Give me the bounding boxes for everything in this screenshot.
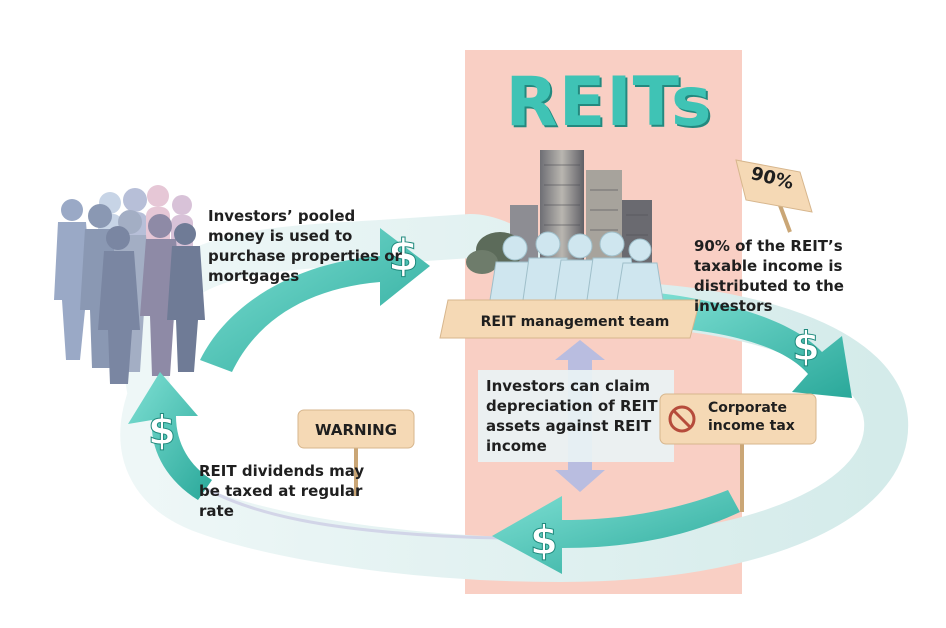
distribution-label: 90% of the REIT’s taxable income is dist… bbox=[694, 237, 844, 315]
dollar-icon: $ bbox=[148, 408, 176, 454]
dollar-icon: $ bbox=[388, 230, 419, 281]
warning-sign bbox=[297, 409, 415, 496]
percent-sign bbox=[735, 159, 813, 233]
management-team-label: REIT management team bbox=[480, 314, 670, 330]
investors-silhouettes bbox=[54, 185, 205, 384]
dollar-icon: $ bbox=[792, 324, 820, 370]
corporate-tax-sign bbox=[659, 393, 817, 512]
cycle-loop bbox=[120, 213, 909, 583]
dividends-label: REIT dividends may be taxed at regular r… bbox=[199, 462, 365, 520]
pooled-money-label: Investors’ pooled money is used to purch… bbox=[208, 207, 402, 285]
arrow-dividends bbox=[492, 490, 740, 574]
arrow-to-investors-left bbox=[128, 372, 212, 500]
management-team-silhouettes bbox=[489, 231, 664, 301]
dollar-icon: $ bbox=[530, 518, 558, 564]
warning-label: WARNING bbox=[314, 421, 398, 439]
depreciation-label: Investors can claim depreciation of REIT… bbox=[486, 377, 658, 455]
arrow-to-management bbox=[200, 228, 430, 372]
depreciation-box bbox=[478, 370, 674, 462]
arrow-to-investors bbox=[650, 292, 852, 398]
no-tax-icon bbox=[668, 405, 696, 433]
reits-title: REITs bbox=[505, 63, 713, 142]
corporate-tax-label: Corporate income tax bbox=[708, 400, 795, 434]
management-banner bbox=[439, 299, 701, 339]
